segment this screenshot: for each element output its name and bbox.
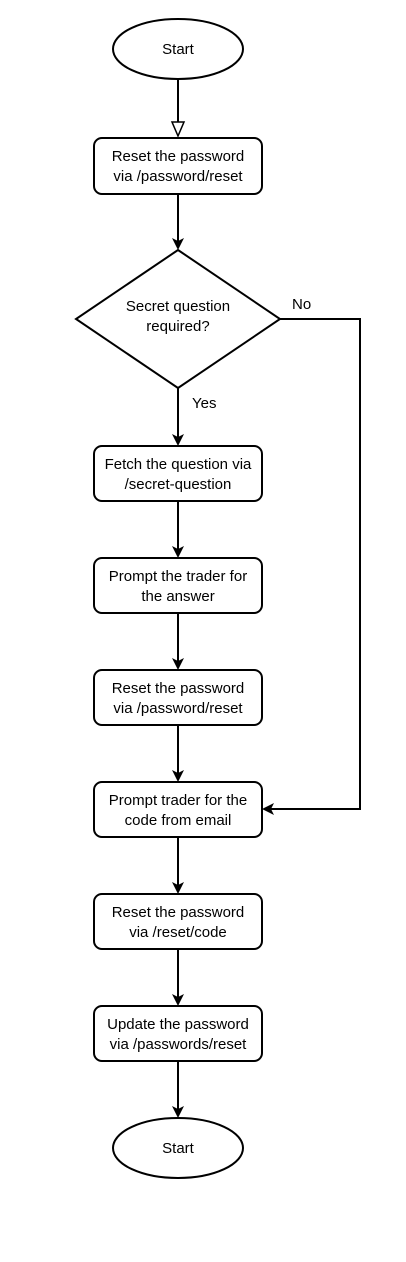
start-node-bottom: Start [112, 1117, 244, 1179]
decision-line1: Secret question [126, 298, 230, 315]
open-arrowhead [170, 121, 186, 138]
start-bottom-label: Start [162, 1140, 195, 1157]
fetch-question-line1: Fetch the question via [105, 456, 252, 473]
prompt-answer-node: Prompt the trader for the answer [93, 557, 263, 614]
edges: No Yes [170, 80, 361, 1118]
reset-code-line1: Reset the password [112, 904, 245, 921]
fetch-question-line2: /secret-question [125, 476, 232, 493]
start-node-top: Start [112, 18, 244, 80]
reset-password-2-line1: Reset the password [112, 680, 245, 697]
reset-password-1-line2: via /password/reset [113, 168, 243, 185]
reset-password-1-line1: Reset the password [112, 148, 245, 165]
start-top-label: Start [162, 41, 195, 58]
update-password-node: Update the password via /passwords/reset [93, 1005, 263, 1062]
prompt-answer-line2: the answer [141, 588, 214, 605]
reset-password-node-2: Reset the password via /password/reset [93, 669, 263, 726]
prompt-code-node: Prompt trader for the code from email [93, 781, 263, 838]
prompt-code-line1: Prompt trader for the [109, 792, 247, 809]
reset-code-line2: via /reset/code [129, 924, 227, 941]
decision-line2: required? [146, 318, 209, 335]
fetch-question-node: Fetch the question via /secret-question [93, 445, 263, 502]
reset-password-node-1: Reset the password via /password/reset [93, 137, 263, 195]
reset-password-2-line2: via /password/reset [113, 700, 243, 717]
update-password-line1: Update the password [107, 1016, 249, 1033]
secret-question-decision: Secret question required? [74, 248, 282, 390]
edge-decision-no [262, 318, 361, 815]
reset-code-node: Reset the password via /reset/code [93, 893, 263, 950]
prompt-answer-line1: Prompt the trader for [109, 568, 247, 585]
yes-label: Yes [192, 395, 216, 412]
update-password-line2: via /passwords/reset [110, 1036, 248, 1053]
no-label: No [292, 296, 311, 313]
prompt-code-line2: code from email [125, 812, 232, 829]
